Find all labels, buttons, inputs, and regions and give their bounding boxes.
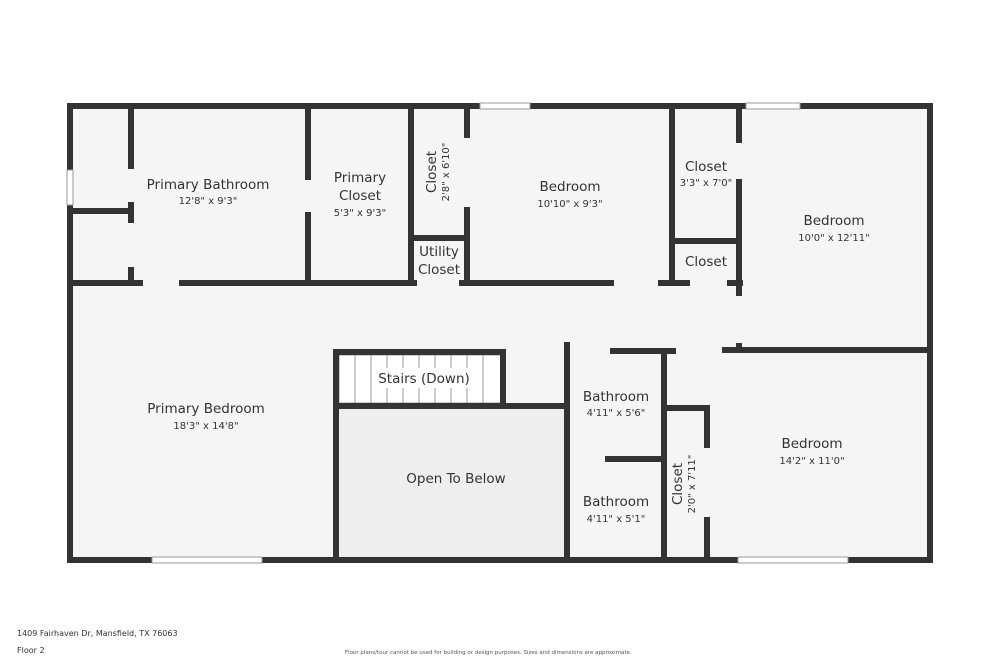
svg-text:2'8" x 6'10": 2'8" x 6'10" xyxy=(441,143,452,202)
svg-text:Closet: Closet xyxy=(685,254,727,270)
room-bathroom-1: Bathroom 4'11" x 5'6" xyxy=(583,389,649,419)
svg-text:18'3" x 14'8": 18'3" x 14'8" xyxy=(173,421,238,432)
svg-text:Bedroom: Bedroom xyxy=(781,436,842,452)
room-primary-bathroom: Primary Bathroom 12'8" x 9'3" xyxy=(147,177,270,207)
svg-text:Primary Bedroom: Primary Bedroom xyxy=(147,401,265,417)
svg-text:Bathroom: Bathroom xyxy=(583,389,649,405)
svg-text:Closet: Closet xyxy=(339,188,381,204)
stairs-down: Stairs (Down) xyxy=(372,368,476,388)
svg-text:Closet: Closet xyxy=(418,262,460,278)
floor-label: Floor 2 xyxy=(17,646,45,655)
room-closet-2: Closet 3'3" x 7'0" xyxy=(680,159,732,189)
svg-text:Primary Bathroom: Primary Bathroom xyxy=(147,177,270,193)
address-label: 1409 Fairhaven Dr, Mansfield, TX 76063 xyxy=(17,629,178,638)
room-utility-closet: Utility Closet xyxy=(418,244,460,278)
svg-text:Closet: Closet xyxy=(424,151,440,193)
open-to-below-area xyxy=(339,409,565,557)
room-bathroom-2: Bathroom 4'11" x 5'1" xyxy=(583,494,649,525)
disclaimer: Floor plans/tour cannot be used for buil… xyxy=(345,650,632,656)
room-bedroom-3: Bedroom 14'2" x 11'0" xyxy=(779,436,844,467)
svg-text:4'11" x 5'1": 4'11" x 5'1" xyxy=(587,514,646,525)
svg-text:Closet: Closet xyxy=(670,463,686,505)
svg-text:Bathroom: Bathroom xyxy=(583,494,649,510)
svg-text:Open To Below: Open To Below xyxy=(406,471,505,487)
room-closet-vertical-1: Closet 2'8" x 6'10" xyxy=(424,143,452,202)
svg-text:Closet: Closet xyxy=(685,159,727,175)
open-to-below: Open To Below xyxy=(406,471,505,487)
svg-text:12'8" x 9'3": 12'8" x 9'3" xyxy=(179,196,238,207)
svg-text:10'0" x 12'11": 10'0" x 12'11" xyxy=(798,233,870,244)
svg-text:Bedroom: Bedroom xyxy=(539,179,600,195)
svg-text:Bedroom: Bedroom xyxy=(803,213,864,229)
room-closet-vertical-2: Closet 2'0" x 7'11" xyxy=(670,455,698,514)
svg-text:4'11" x 5'6": 4'11" x 5'6" xyxy=(587,408,646,419)
walls xyxy=(67,103,933,563)
room-bedroom-1: Bedroom 10'10" x 9'3" xyxy=(537,179,602,210)
svg-text:2'0" x 7'11": 2'0" x 7'11" xyxy=(687,455,698,514)
svg-text:Utility: Utility xyxy=(419,244,459,260)
windows xyxy=(66,102,849,564)
room-bedroom-2: Bedroom 10'0" x 12'11" xyxy=(798,213,870,244)
room-primary-bedroom: Primary Bedroom 18'3" x 14'8" xyxy=(147,401,265,432)
svg-text:Primary: Primary xyxy=(334,170,386,186)
svg-text:5'3" x 9'3": 5'3" x 9'3" xyxy=(334,208,386,219)
room-primary-closet: Primary Closet 5'3" x 9'3" xyxy=(334,170,386,219)
svg-text:10'10" x 9'3": 10'10" x 9'3" xyxy=(537,199,602,210)
room-closet-3: Closet xyxy=(685,254,727,270)
svg-text:Stairs (Down): Stairs (Down) xyxy=(378,371,470,387)
svg-text:3'3" x 7'0": 3'3" x 7'0" xyxy=(680,178,732,189)
svg-text:14'2" x 11'0": 14'2" x 11'0" xyxy=(779,456,844,467)
